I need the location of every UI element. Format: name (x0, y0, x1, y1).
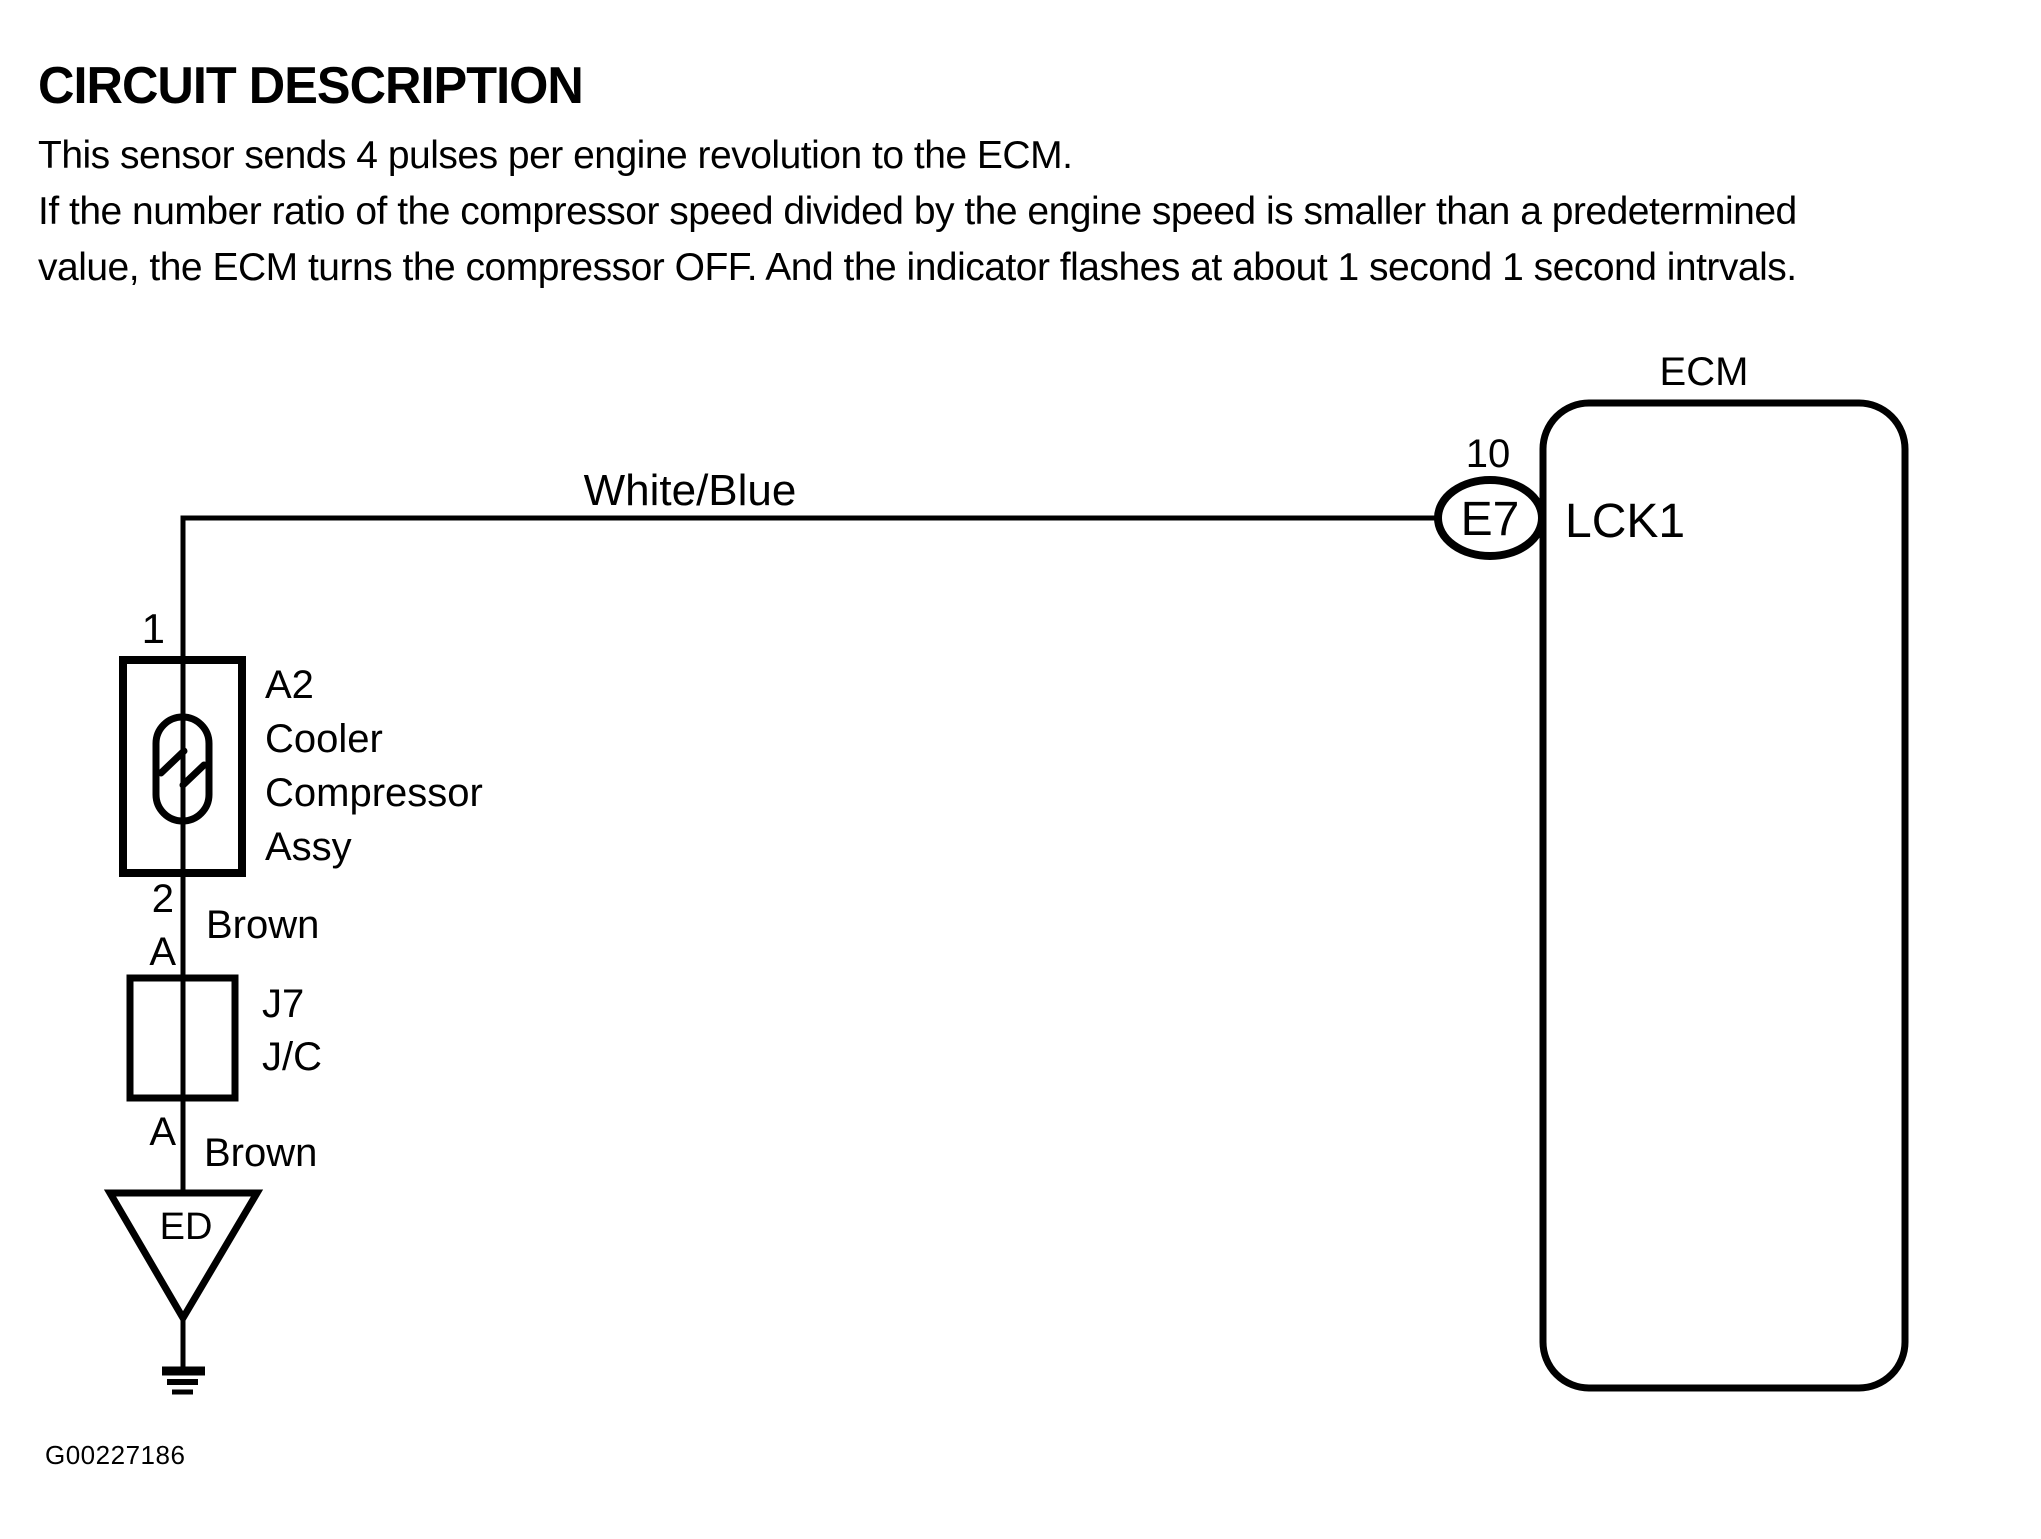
junction-pin-top-label: A (149, 930, 176, 974)
compressor-name-line: Compressor (265, 771, 483, 815)
sensor-slash-icon (179, 761, 208, 789)
ground-triangle (103, 1189, 264, 1325)
signal-wire (180, 515, 1437, 1193)
figure-id: G00227186 (45, 1440, 186, 1470)
ecm-pin-number-label: 10 (1466, 432, 1511, 476)
wire-color-label-brown-upper: Brown (206, 903, 319, 947)
compressor-pin-2-label: 2 (152, 877, 174, 921)
compressor-box (119, 656, 246, 877)
description-line: This sensor sends 4 pulses per engine re… (38, 134, 1073, 177)
description-line: If the number ratio of the compressor sp… (38, 190, 1797, 233)
junction-box (126, 974, 239, 1102)
wire-color-label-white-blue: White/Blue (584, 466, 797, 515)
ecm-box (1539, 399, 1909, 1392)
sensor-slash-icon (157, 747, 188, 777)
compressor-name-line: Cooler (265, 717, 383, 761)
compressor-pin-1-label: 1 (142, 605, 165, 652)
connector-e7-label: E7 (1461, 493, 1520, 546)
speed-sensor-symbol (152, 713, 213, 825)
junction-pin-bottom-label: A (149, 1110, 176, 1154)
page-title: CIRCUIT DESCRIPTION (38, 57, 584, 115)
junction-code-label: J7 (262, 982, 304, 1026)
ground-point-label: ED (160, 1206, 213, 1248)
wire-color-label-brown-lower: Brown (204, 1131, 317, 1175)
connector-e7-oval (1434, 476, 1546, 560)
compressor-name-line: Assy (265, 825, 352, 869)
description-line: value, the ECM turns the compressor OFF.… (38, 246, 1797, 289)
junction-type-label: J/C (262, 1035, 322, 1079)
compressor-name-line: A2 (265, 663, 314, 707)
ecm-title-label: ECM (1660, 350, 1749, 394)
ecm-terminal-label: LCK1 (1565, 495, 1685, 548)
